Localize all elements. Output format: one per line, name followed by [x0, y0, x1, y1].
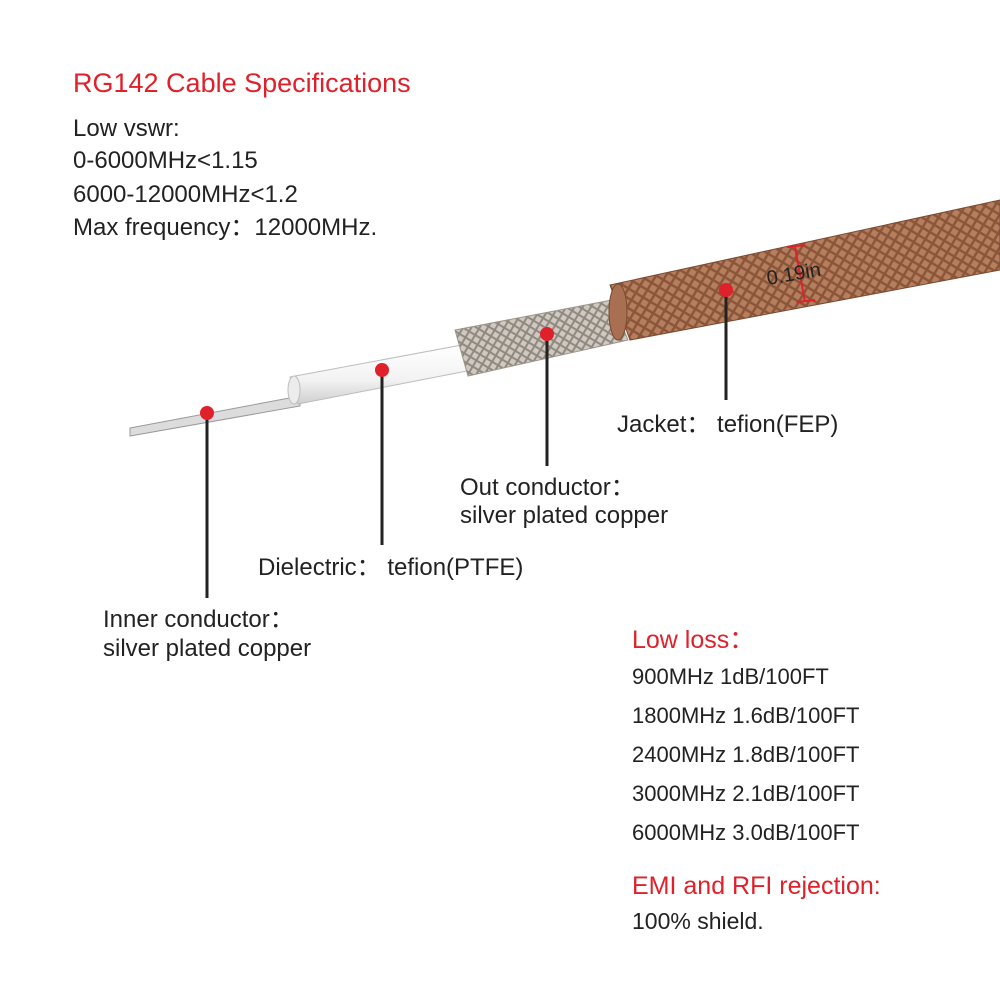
- jacket-label: Jacket： tefion(FEP): [617, 411, 839, 438]
- dimension-marker: [794, 246, 806, 303]
- jacket-end: [608, 283, 628, 341]
- out-conductor-material: silver plated copper: [460, 502, 669, 529]
- spec-line: Low vswr:: [73, 115, 180, 142]
- marker-dot-out-conductor: [540, 327, 554, 341]
- spec-line: 6000-12000MHz<1.2: [73, 181, 298, 208]
- loss-line: 3000MHz 2.1dB/100FT: [632, 781, 860, 806]
- low-loss-title: Low loss：: [632, 626, 755, 654]
- emi-text: 100% shield.: [632, 908, 764, 934]
- inner-conductor-label: Inner conductor：: [103, 606, 294, 633]
- spec-line: Max frequency：12000MHz.: [73, 214, 378, 241]
- spec-line: 0-6000MHz<1.15: [73, 147, 258, 174]
- marker-dot-inner-conductor: [200, 406, 214, 420]
- emi-title: EMI and RFI rejection:: [632, 872, 881, 900]
- dielectric-end: [287, 375, 301, 405]
- inner-conductor-material: silver plated copper: [103, 635, 312, 662]
- marker-dot-dielectric: [375, 363, 389, 377]
- loss-line: 2400MHz 1.8dB/100FT: [632, 742, 860, 767]
- marker-dot-jacket: [719, 283, 733, 297]
- inner-conductor-wire: [129, 395, 301, 437]
- dielectric-label: Dielectric： tefion(PTFE): [258, 554, 524, 581]
- loss-line: 900MHz 1dB/100FT: [632, 664, 829, 689]
- out-conductor-label: Out conductor：: [460, 474, 635, 501]
- loss-line: 1800MHz 1.6dB/100FT: [632, 703, 860, 728]
- spec-title: RG142 Cable Specifications: [73, 68, 411, 98]
- loss-line: 6000MHz 3.0dB/100FT: [632, 820, 860, 845]
